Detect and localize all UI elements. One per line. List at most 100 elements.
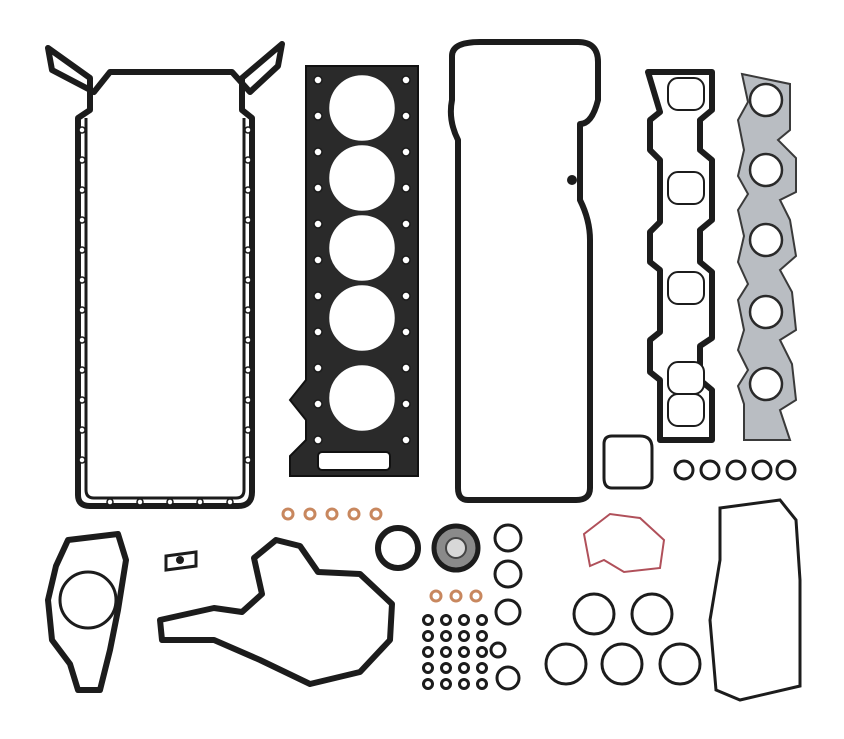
copper-washer	[347, 507, 361, 521]
exhaust-port	[748, 222, 784, 258]
copper-washer	[325, 507, 339, 521]
keyhole-seal	[751, 459, 773, 481]
bolt-hole	[313, 399, 323, 409]
intake-port	[667, 361, 705, 395]
bolt-hole	[78, 336, 86, 344]
bolt-hole	[401, 435, 411, 445]
bolt-hole	[78, 426, 86, 434]
bolt-hole	[401, 183, 411, 193]
bolt-hole	[401, 75, 411, 85]
bolt-hole	[313, 291, 323, 301]
bolt-hole	[401, 147, 411, 157]
o-ring	[493, 523, 523, 553]
bolt-hole	[244, 336, 252, 344]
bolt-hole	[244, 276, 252, 284]
bolt-hole	[78, 276, 86, 284]
bolt-hole	[401, 219, 411, 229]
small-seal	[422, 678, 434, 690]
timing-cover-gasket	[157, 537, 395, 687]
small-seal	[476, 614, 488, 626]
small-seal	[422, 630, 434, 642]
bolt-hole	[226, 498, 234, 506]
coolant-pipe-gasket	[582, 512, 666, 574]
exhaust-port	[748, 294, 784, 330]
small-seal	[422, 662, 434, 674]
bolt-hole	[244, 396, 252, 404]
bolt-hole	[313, 147, 323, 157]
o-ring	[494, 598, 522, 626]
large-o-ring	[544, 642, 588, 686]
intake-manifold-gasket	[645, 69, 715, 443]
small-seal	[476, 678, 488, 690]
bolt-hole	[78, 306, 86, 314]
oil-pan-gasket	[45, 41, 285, 509]
bolt-hole	[313, 255, 323, 265]
bolt-hole	[78, 216, 86, 224]
small-seal	[440, 614, 452, 626]
copper-washers	[281, 507, 483, 603]
bolt-hole	[78, 366, 86, 374]
small-seal	[458, 614, 470, 626]
copper-washer	[449, 589, 463, 603]
bolt-hole	[313, 75, 323, 85]
keyhole-seal	[699, 459, 721, 481]
copper-washer	[281, 507, 295, 521]
bolt-hole	[78, 396, 86, 404]
copper-washer	[429, 589, 443, 603]
oil-filter-housing-gasket	[708, 498, 802, 702]
intake-port	[667, 271, 705, 305]
bolt-hole	[401, 363, 411, 373]
intake-port	[667, 171, 705, 205]
keyhole-seal	[725, 459, 747, 481]
bolt-hole	[244, 126, 252, 134]
keyhole-seal	[673, 459, 695, 481]
copper-washer	[469, 589, 483, 603]
exhaust-port	[748, 152, 784, 188]
bolt-hole	[401, 111, 411, 121]
keyhole-seal	[775, 459, 797, 481]
bolt-hole	[401, 255, 411, 265]
cylinder-head-gasket	[288, 65, 419, 477]
bolt-hole	[401, 291, 411, 301]
large-o-rings	[544, 592, 702, 686]
small-seal	[440, 630, 452, 642]
bolt-hole	[244, 216, 252, 224]
cylinder-bore	[326, 142, 398, 214]
exhaust-port	[748, 366, 784, 402]
large-o-ring	[600, 642, 644, 686]
small-seal	[476, 630, 488, 642]
bolt-hole	[244, 456, 252, 464]
bolt-hole	[401, 327, 411, 337]
bolt-hole	[313, 183, 323, 193]
water-pump-gasket	[45, 531, 129, 693]
bolt-hole	[78, 126, 86, 134]
bolt-hole	[78, 246, 86, 254]
bolt-hole	[78, 456, 86, 464]
bolt-hole	[244, 186, 252, 194]
valve-cover-gasket	[447, 39, 601, 503]
bolt-hole	[244, 366, 252, 374]
o-ring	[495, 665, 521, 691]
intake-port	[667, 77, 705, 111]
large-o-ring	[658, 642, 702, 686]
small-seal	[458, 662, 470, 674]
small-seals-grid	[422, 614, 507, 690]
bolt-hole	[78, 186, 86, 194]
bolt-hole	[313, 219, 323, 229]
o-ring	[493, 559, 523, 589]
small-seal	[458, 678, 470, 690]
bolt-hole	[401, 399, 411, 409]
small-seal	[458, 646, 470, 658]
small-seal	[458, 630, 470, 642]
bolt-hole	[313, 363, 323, 373]
intake-port	[667, 393, 705, 427]
bolt-hole	[244, 306, 252, 314]
cylinder-bore	[326, 212, 398, 284]
exhaust-manifold-gasket	[736, 72, 798, 441]
bolt-hole	[244, 426, 252, 434]
large-o-ring	[630, 592, 674, 636]
small-seal	[440, 678, 452, 690]
copper-washer	[303, 507, 317, 521]
cylinder-bore	[326, 362, 398, 434]
bolt-hole	[136, 498, 144, 506]
